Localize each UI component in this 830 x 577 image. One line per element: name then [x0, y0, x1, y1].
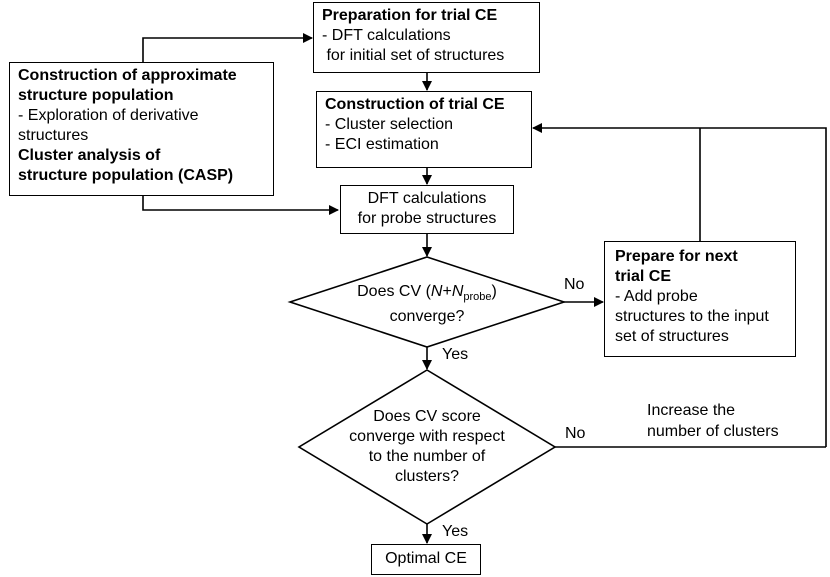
trial-line-2: - ECI estimation [325, 136, 439, 153]
decision1-text: Does CV (N+Nprobe) converge? [320, 282, 534, 327]
casp-line-1: - Exploration of derivative [18, 107, 199, 124]
next-title-1: Prepare for next [615, 248, 738, 265]
next-box: Prepare for next trial CE - Add probe st… [604, 241, 796, 357]
label-increase-2: number of clusters [647, 423, 779, 440]
prep-title: Preparation for trial CE [322, 7, 498, 24]
casp-box: Construction of approximate structure po… [9, 62, 274, 196]
optimal-label: Optimal CE [385, 550, 467, 567]
next-line-3: set of structures [615, 328, 729, 345]
trial-line-1: - Cluster selection [325, 116, 454, 133]
casp-line-2: structures [18, 127, 89, 144]
next-title-2: trial CE [615, 268, 672, 285]
label-yes-2: Yes [442, 523, 469, 540]
prep-box: Preparation for trial CE - DFT calculati… [313, 2, 540, 73]
decision2-line-4: clusters? [394, 468, 460, 485]
decision2-line-2: converge with respect [349, 428, 505, 445]
decision1-diamond [287, 256, 567, 348]
next-line-2: structures to the input [615, 308, 769, 325]
trial-title: Construction of trial CE [325, 96, 505, 113]
prep-line-1: - DFT calculations [322, 27, 451, 44]
arrow-feedback-to-trial [532, 123, 827, 447]
casp-title-2: structure population [18, 87, 174, 104]
label-no-2: No [565, 425, 586, 442]
casp-title-4: structure population (CASP) [18, 167, 234, 184]
decision1-line-1: Does CV (N+Nprobe) [357, 283, 497, 304]
prep-line-2: for initial set of structures [322, 47, 505, 64]
optimal-box: Optimal CE [371, 544, 481, 575]
probe-line-1: DFT calculations [367, 190, 487, 207]
arrow-casp-to-probe [142, 196, 339, 215]
casp-title-3: Cluster analysis of [18, 147, 161, 164]
label-yes-1: Yes [442, 346, 469, 363]
decision1-line-2: converge? [389, 308, 465, 326]
decision2-diamond [297, 369, 557, 525]
next-line-1: - Add probe [615, 288, 698, 305]
decision2-line-1: Does CV score [373, 408, 481, 425]
arrow-casp-to-prep [142, 33, 313, 62]
probe-box: DFT calculations for probe structures [340, 185, 514, 234]
casp-title-1: Construction of approximate [18, 67, 237, 84]
decision2-text: Does CV score converge with respect to t… [322, 407, 532, 487]
decision2-line-3: to the number of [368, 448, 486, 465]
probe-line-2: for probe structures [357, 210, 497, 227]
label-no-1: No [564, 276, 585, 293]
trial-box: Construction of trial CE - Cluster selec… [316, 91, 532, 168]
label-increase-1: Increase the [647, 402, 736, 419]
